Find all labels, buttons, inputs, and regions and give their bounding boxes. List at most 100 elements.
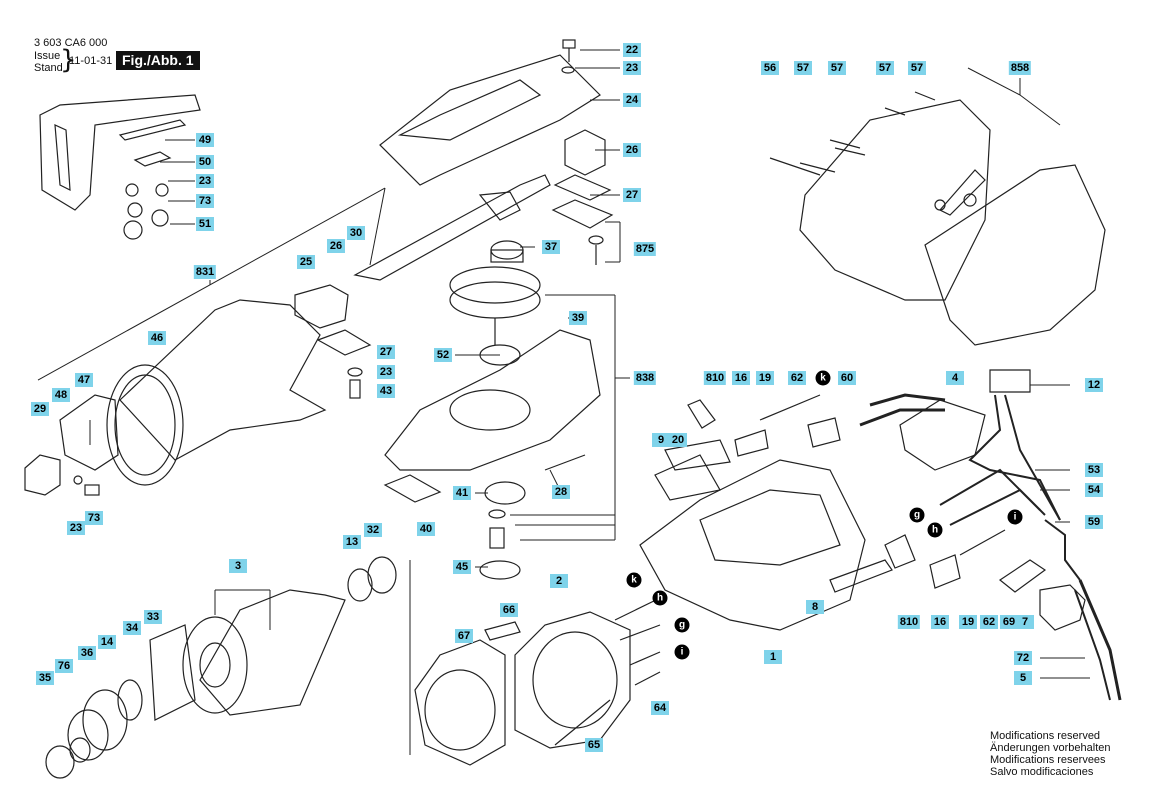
note-line: Modifications reserved: [990, 730, 1101, 742]
document-code: 3 603 CA6 000: [34, 37, 108, 49]
part-label: 65: [585, 738, 603, 752]
part-label: 26: [327, 239, 345, 253]
part-label: 41: [453, 486, 471, 500]
part-label: 48: [52, 388, 70, 402]
part-label: 7: [1016, 615, 1034, 629]
part-label: 28: [552, 485, 570, 499]
issue-stand-labels: Issue Stand: [34, 50, 63, 74]
part-label: 32: [364, 523, 382, 537]
part-label: 831: [193, 265, 217, 279]
part-label: 57: [794, 61, 812, 75]
part-label: 5: [1014, 671, 1032, 685]
part-label: 34: [123, 621, 141, 635]
part-label: 3: [229, 559, 247, 573]
part-label: 23: [67, 521, 85, 535]
connector-marker: k: [815, 370, 831, 386]
part-label: 19: [756, 371, 774, 385]
part-label: 16: [732, 371, 750, 385]
part-label: 59: [1085, 515, 1103, 529]
part-label: 24: [623, 93, 641, 107]
part-label: 43: [377, 384, 395, 398]
part-label: 8: [806, 600, 824, 614]
part-label: 27: [623, 188, 641, 202]
part-label: 72: [1014, 651, 1032, 665]
connector-marker: i: [674, 644, 690, 660]
stand-label: Stand: [34, 62, 63, 74]
part-label: 76: [55, 659, 73, 673]
connector-marker: k: [626, 572, 642, 588]
part-label: 47: [75, 373, 93, 387]
part-label: 36: [78, 646, 96, 660]
part-label: 52: [434, 348, 452, 362]
armature-parts: [45, 556, 397, 779]
connector-marker: h: [652, 590, 668, 606]
leader-lines: [37, 49, 1090, 755]
part-label: 29: [31, 402, 49, 416]
part-label: 49: [196, 133, 214, 147]
connector-marker: h: [927, 522, 943, 538]
part-label: 73: [85, 511, 103, 525]
part-label: 45: [453, 560, 471, 574]
part-label: 57: [828, 61, 846, 75]
part-label: 12: [1085, 378, 1103, 392]
part-label: 4: [946, 371, 964, 385]
issue-date: 11-01-31: [69, 55, 113, 67]
connector-marker: g: [909, 507, 925, 523]
part-label: 56: [761, 61, 779, 75]
part-label: 62: [788, 371, 806, 385]
part-label: 20: [669, 433, 687, 447]
figure-label: Fig./Abb. 1: [116, 51, 200, 70]
part-label: 23: [377, 365, 395, 379]
part-label: 30: [347, 226, 365, 240]
part-label: 50: [196, 155, 214, 169]
part-label: 23: [196, 174, 214, 188]
part-label: 37: [542, 240, 560, 254]
part-label: 810: [897, 615, 921, 629]
plunger-and-gear-parts: [294, 39, 614, 580]
part-label: 60: [838, 371, 856, 385]
part-label: 46: [148, 331, 166, 345]
part-label: 53: [1085, 463, 1103, 477]
part-label: 23: [623, 61, 641, 75]
modification-notes: Modifications reserved Änderungen vorbeh…: [990, 730, 1110, 778]
part-label: 810: [703, 371, 727, 385]
part-label: 26: [623, 143, 641, 157]
part-label: 22: [623, 43, 641, 57]
part-label: 858: [1008, 61, 1032, 75]
connector-marker: g: [674, 617, 690, 633]
part-label: 9: [652, 433, 670, 447]
stator-parts: [414, 597, 661, 766]
part-label: 27: [377, 345, 395, 359]
part-label: 19: [959, 615, 977, 629]
switch-and-wiring: [687, 369, 1122, 701]
part-label: 64: [651, 701, 669, 715]
part-label: 57: [876, 61, 894, 75]
part-label: 51: [196, 217, 214, 231]
handle-housing: [769, 91, 1106, 346]
nose-and-shoe-parts: [24, 299, 327, 496]
part-label: 1: [764, 650, 782, 664]
part-label: 2: [550, 574, 568, 588]
part-label: 875: [633, 242, 657, 256]
part-label: 73: [196, 194, 214, 208]
blade-clamp-parts: [39, 94, 201, 240]
part-label: 57: [908, 61, 926, 75]
part-label: 69: [1000, 615, 1018, 629]
part-label: 13: [343, 535, 361, 549]
part-label: 838: [633, 371, 657, 385]
part-label: 54: [1085, 483, 1103, 497]
part-label: 40: [417, 522, 435, 536]
part-label: 39: [569, 311, 587, 325]
motor-housing: [639, 439, 893, 631]
part-label: 33: [144, 610, 162, 624]
part-label: 14: [98, 635, 116, 649]
note-line: Modifications reservees: [990, 754, 1106, 766]
issue-label: Issue: [34, 50, 61, 62]
note-line: Salvo modificaciones: [990, 766, 1094, 778]
brace-glyph: }: [60, 45, 77, 75]
part-label: 66: [500, 603, 518, 617]
part-label: 62: [980, 615, 998, 629]
note-line: Änderungen vorbehalten: [990, 742, 1111, 754]
part-label: 35: [36, 671, 54, 685]
